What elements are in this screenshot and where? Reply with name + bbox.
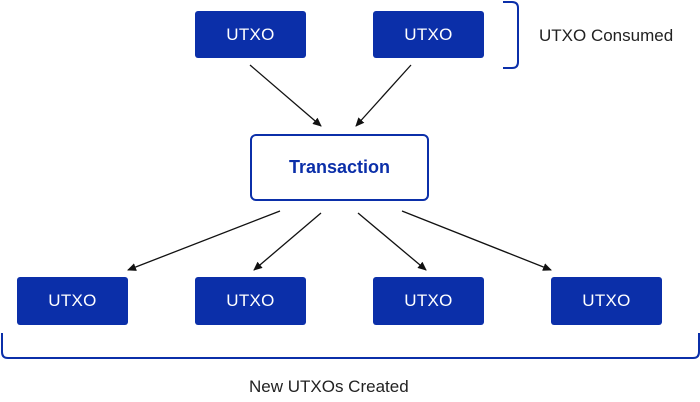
arrow-transaction-to-output-1 — [127, 210, 281, 271]
arrow-transaction-to-output-2 — [253, 212, 322, 271]
input-utxo-label-2: UTXO — [404, 24, 453, 44]
input-utxo-label-1: UTXO — [226, 24, 275, 44]
arrow-input-1-to-transaction — [249, 64, 322, 127]
output-utxo-box-4: UTXO — [551, 277, 662, 325]
consumed-bracket — [503, 1, 519, 69]
arrow-transaction-to-output-4 — [401, 210, 552, 271]
arrow-transaction-to-output-3 — [357, 212, 427, 271]
transaction-box: Transaction — [250, 134, 429, 201]
output-utxo-box-3: UTXO — [373, 277, 484, 325]
transaction-label: Transaction — [288, 157, 391, 177]
arrow-input-2-to-transaction — [355, 64, 412, 127]
input-utxo-box-1: UTXO — [195, 11, 306, 58]
output-utxo-label-3: UTXO — [404, 291, 453, 310]
input-utxo-box-2: UTXO — [373, 11, 484, 58]
consumed-caption: UTXO Consumed — [539, 26, 674, 45]
output-utxo-label-1: UTXO — [48, 291, 97, 310]
output-utxo-box-1: UTXO — [17, 277, 128, 325]
output-utxo-label-2: UTXO — [226, 291, 275, 310]
output-utxo-box-2: UTXO — [195, 277, 306, 325]
output-utxo-label-4: UTXO — [582, 291, 631, 310]
created-caption: New UTXOs Created — [249, 377, 409, 396]
created-bracket — [1, 333, 700, 359]
